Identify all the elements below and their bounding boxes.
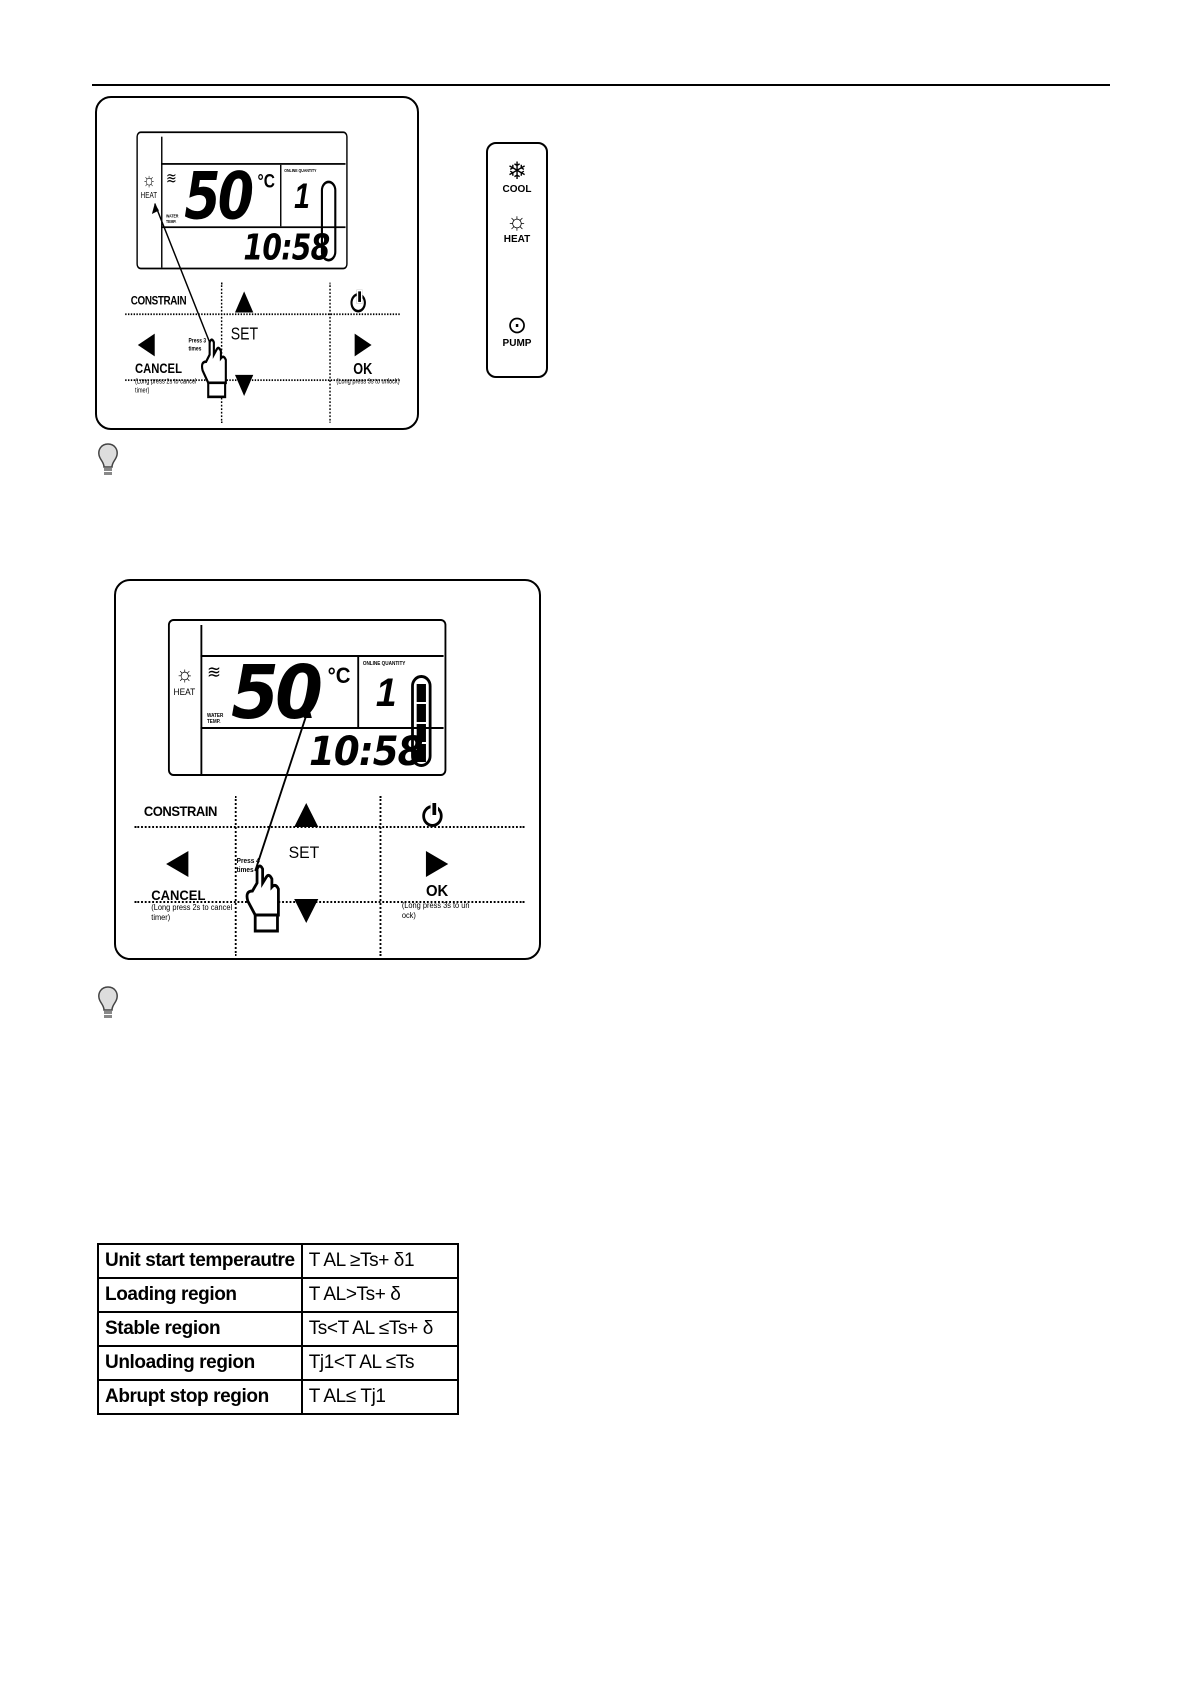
water-tank-icon: ≋: [206, 662, 221, 682]
capacity-bar: [320, 180, 337, 262]
right-arrow-button[interactable]: [425, 851, 449, 877]
lcd-display-1: ☼ HEAT ≋ ONLINE QUANTITY WATER TEMP. 50 …: [136, 131, 348, 270]
region-condition: T AL>Ts+ δ: [300, 1277, 459, 1313]
left-arrow-button[interactable]: [137, 333, 155, 357]
lcd-heat-label: HEAT: [140, 191, 158, 200]
mode-heat[interactable]: ☼ HEAT: [488, 208, 546, 246]
pointing-hand-icon: [151, 203, 227, 399]
region-name: Stable region: [97, 1311, 303, 1347]
down-arrow-button[interactable]: [294, 899, 319, 923]
pump-label: PUMP: [502, 338, 532, 349]
lcd-water-temp: WATER TEMP.: [165, 214, 179, 225]
lcd-water-temp: WATER TEMP.: [206, 713, 224, 725]
constrain-button[interactable]: CONSTRAIN: [130, 293, 187, 308]
lcd-unit-number: 1: [294, 177, 310, 216]
region-condition: Ts<T AL ≤Ts+ δ: [300, 1311, 459, 1347]
heat-sun-icon: ☼: [142, 168, 157, 191]
cancel-note: (Long press 2s to cancel timer): [151, 903, 233, 922]
set-button[interactable]: SET: [288, 843, 320, 862]
power-icon[interactable]: [350, 289, 366, 313]
snowflake-icon: ❄: [506, 158, 528, 185]
capacity-bar: [411, 675, 432, 767]
pump-icon: ⊙: [506, 312, 528, 339]
down-arrow-button[interactable]: [234, 374, 254, 396]
cancel-note: (Long press 2s to cancel timer): [135, 377, 197, 395]
lcd-unit-number: 1: [375, 671, 397, 715]
lcd-display-2: ☼ HEAT ≋ ONLINE QUANTITY WATER TEMP. 50 …: [167, 619, 447, 776]
constrain-button[interactable]: CONSTRAIN: [143, 803, 218, 819]
cool-label: COOL: [502, 184, 532, 195]
cancel-button[interactable]: CANCEL: [151, 887, 206, 903]
lcd-clock: 10:58: [309, 729, 423, 775]
capacity-segment: [416, 744, 426, 762]
up-arrow-button[interactable]: [294, 803, 319, 827]
right-arrow-button[interactable]: [354, 333, 372, 357]
lcd-online-quantity: ONLINE QUANTITY: [362, 661, 406, 667]
capacity-segment: [416, 724, 426, 742]
ok-note: (Long press 3s to unlock): [336, 377, 400, 386]
set-button[interactable]: SET: [230, 324, 259, 345]
mode-pump[interactable]: ⊙ PUMP: [488, 312, 546, 350]
sun-icon: ☼: [506, 208, 528, 235]
ok-button[interactable]: OK: [353, 359, 373, 378]
region-condition: T AL≤ Tj1: [300, 1379, 459, 1415]
press-note: Press 4 times: [236, 858, 260, 874]
lcd-temp-unit: °C: [327, 663, 351, 688]
lcd-temperature: 50: [184, 158, 254, 235]
cancel-button[interactable]: CANCEL: [135, 361, 182, 377]
press-note: Press 3 times: [188, 337, 207, 353]
region-condition: T AL ≥Ts+ δ1: [300, 1243, 459, 1279]
mode-strip: ❄ COOL ☼ HEAT ⊙ PUMP: [486, 142, 548, 378]
power-icon[interactable]: [422, 801, 443, 827]
controller-panel-1: ☼ HEAT ≋ ONLINE QUANTITY WATER TEMP. 50 …: [95, 96, 419, 430]
region-condition: Tj1<T AL ≤Ts: [300, 1345, 459, 1381]
lcd-clock: 10:58: [243, 228, 330, 269]
lcd-temperature: 50: [231, 650, 323, 736]
heat-sun-icon: ☼: [175, 661, 195, 686]
region-name: Abrupt stop region: [97, 1379, 303, 1415]
water-tank-icon: ≋: [165, 169, 177, 187]
capacity-segment: [416, 684, 426, 702]
controller-panel-2: ☼ HEAT ≋ ONLINE QUANTITY WATER TEMP. 50 …: [114, 579, 541, 960]
lcd-temp-unit: °C: [257, 170, 275, 193]
region-name: Unloading region: [97, 1345, 303, 1381]
lcd-online-quantity: ONLINE QUANTITY: [284, 168, 317, 174]
ok-button[interactable]: OK: [425, 883, 449, 900]
region-name: Loading region: [97, 1277, 303, 1313]
up-arrow-button[interactable]: [234, 291, 254, 313]
pointing-hand-icon: [245, 706, 312, 933]
region-name: Unit start temperautre: [97, 1243, 303, 1279]
lightbulb-icon: [98, 986, 118, 1018]
mode-cool[interactable]: ❄ COOL: [488, 158, 546, 196]
ok-note: (Long press 3s to un ock): [401, 901, 470, 920]
lightbulb-icon: [98, 443, 118, 475]
lcd-heat-label: HEAT: [173, 687, 196, 697]
left-arrow-button[interactable]: [166, 851, 189, 877]
top-rule: [92, 84, 1110, 86]
capacity-segment: [416, 704, 426, 722]
heat-label: HEAT: [503, 234, 531, 245]
